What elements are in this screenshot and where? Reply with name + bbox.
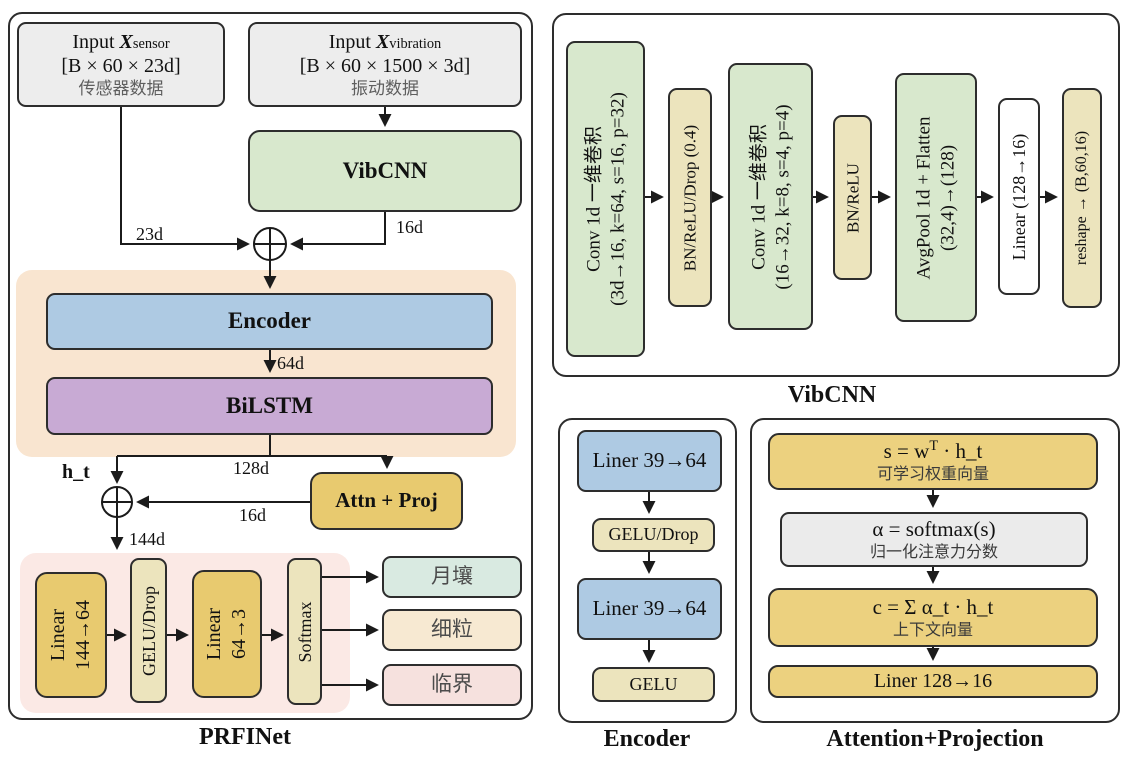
vibcnn-stage-conv1: Conv 1d 一维卷积 (3d→16, k=64, s=16, p=32) (566, 41, 645, 357)
vibcnn-panel (552, 13, 1120, 377)
attention-score-block: s = wT · h_t 可学习权重向量 (768, 433, 1098, 490)
edge-label-ht: h_t (62, 461, 90, 483)
edge-label-128d: 128d (233, 458, 269, 478)
head-gelu-drop-block: GELU/Drop (130, 558, 167, 703)
vibcnn-stage-reshape: reshape → (B,60,16) (1062, 88, 1102, 308)
input-sensor-box: Input Xsensor [B × 60 × 23d] 传感器数据 (17, 22, 225, 107)
prfinet-title: PRFINet (199, 724, 291, 750)
vibcnn-stage-bn-relu-drop: BN/ReLU/Drop (0.4) (668, 88, 712, 307)
attention-panel-title: Attention+Projection (826, 726, 1044, 752)
edge-label-16d-top: 16d (396, 217, 423, 237)
output-class-lunar-soil: 月壤 (382, 556, 522, 598)
encoder-panel-title: Encoder (603, 726, 691, 752)
prfinet-panel (8, 12, 533, 720)
edge-label-144d: 144d (129, 529, 165, 549)
input-sensor-shape: [B × 60 × 23d] (61, 55, 181, 78)
input-vibration-caption: 振动数据 (351, 78, 419, 98)
output-class-fine-grain: 细粒 (382, 609, 522, 651)
edge-label-23d: 23d (136, 224, 163, 244)
output-class-critical: 临界 (382, 664, 522, 706)
edge-label-64d: 64d (277, 353, 304, 373)
encoder-liner2-block: Liner 39→64 (577, 578, 722, 640)
attention-softmax-block: α = softmax(s) 归一化注意力分数 (780, 512, 1088, 567)
attn-proj-block: Attn + Proj (310, 472, 463, 530)
edge-label-16d-bottom: 16d (239, 505, 266, 525)
input-vibration-name: Input Xvibration (328, 30, 442, 53)
encoder-block: Encoder (46, 293, 493, 350)
input-sensor-name: Input Xsensor (72, 30, 170, 53)
attention-score-caption: 可学习权重向量 (876, 466, 989, 484)
vibcnn-stage-conv2: Conv 1d 一维卷积 (16→32, k=8, s=4, p=4) (728, 63, 813, 330)
input-vibration-shape: [B × 60 × 1500 × 3d] (299, 55, 471, 78)
head-linear2-block: Linear 64→3 (192, 570, 262, 698)
attention-panel (750, 418, 1120, 723)
vibcnn-stage-bn-relu: BN/ReLU (833, 115, 872, 280)
encoder-gelu-block: GELU (592, 667, 715, 702)
bilstm-block: BiLSTM (46, 377, 493, 435)
encoder-liner1-block: Liner 39→64 (577, 430, 722, 492)
vibcnn-panel-title: VibCNN (787, 382, 877, 408)
encoder-gelu-drop-block: GELU/Drop (592, 518, 715, 552)
head-linear1-block: Linear 144→64 (35, 572, 107, 698)
head-softmax-block: Softmax (287, 558, 322, 705)
attention-score-formula: s = wT · h_t (883, 438, 983, 464)
attention-liner-block: Liner 128→16 (768, 665, 1098, 698)
vibcnn-stage-avgpool: AvgPool 1d + Flatten (32,4)→(128) (895, 73, 977, 322)
input-sensor-caption: 传感器数据 (78, 78, 164, 98)
input-vibration-box: Input Xvibration [B × 60 × 1500 × 3d] 振动… (248, 22, 522, 107)
attention-context-block: c = Σ α_t · h_t 上下文向量 (768, 588, 1098, 647)
vibcnn-stage-linear: Linear (128→16) (998, 98, 1040, 295)
vibcnn-block: VibCNN (248, 130, 522, 212)
encoder-panel (558, 418, 737, 723)
